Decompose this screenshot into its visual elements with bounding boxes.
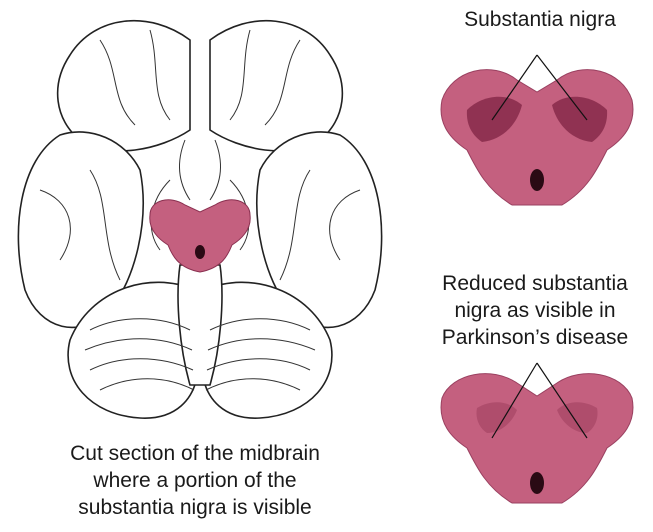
parkinsons-midbrain-section [422, 358, 652, 528]
brain-caption-line-1: Cut section of the midbrain [20, 440, 370, 467]
parkinsons-label-line-1: Reduced substantia [415, 270, 653, 297]
parkinsons-label-line-2: nigra as visible in [415, 297, 653, 324]
cerebral-aqueduct-pd [530, 472, 544, 494]
substantia-nigra-label: Substantia nigra [440, 6, 640, 33]
normal-midbrain-section [422, 30, 652, 230]
brain-illustration [0, 0, 400, 440]
parkinsons-label: Reduced substantia nigra as visible in P… [415, 270, 653, 351]
midbrain-cut-aqueduct [195, 245, 205, 259]
brain-caption: Cut section of the midbrain where a port… [20, 440, 370, 521]
brain-caption-line-2: where a portion of the [20, 467, 370, 494]
midbrain-cut-section [150, 200, 250, 272]
parkinsons-label-line-3: Parkinson’s disease [415, 324, 653, 351]
brain-caption-line-3: substantia nigra is visible [20, 494, 370, 521]
cerebral-aqueduct [530, 169, 544, 191]
